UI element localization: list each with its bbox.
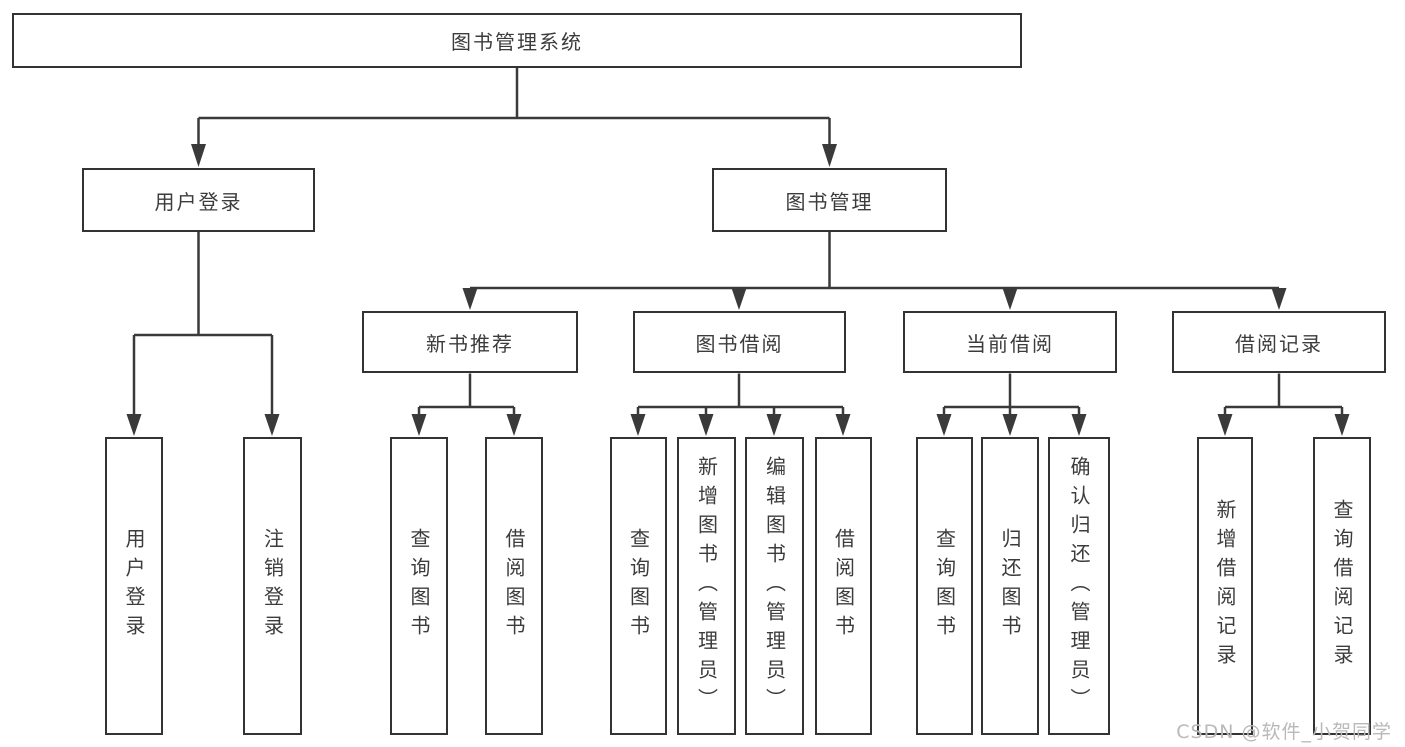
node-label: 新增借阅记录: [1213, 499, 1237, 673]
node-current-borrow: 当前借阅: [903, 311, 1117, 373]
leaf-user-login: 用户登录: [105, 437, 163, 735]
node-label: 查询图书: [932, 528, 957, 644]
leaf-borrow-borrow-books: 借阅图书: [815, 437, 872, 735]
node-label: 图书管理系统: [451, 30, 583, 54]
node-label: 用户登录: [122, 528, 146, 644]
leaf-recommend-borrow-books: 借阅图书: [485, 437, 543, 735]
leaf-add-borrow-record: 新增借阅记录: [1197, 437, 1253, 735]
node-label: 确认归还（管理员）: [1067, 455, 1091, 717]
node-label: 借阅记录: [1235, 331, 1323, 356]
node-label: 查询图书: [626, 528, 651, 644]
node-library-management-system: 图书管理系统: [12, 13, 1022, 68]
node-label: 注销登录: [260, 528, 285, 644]
node-label: 新增图书（管理员）: [694, 455, 719, 717]
node-label: 当前借阅: [966, 331, 1054, 356]
node-label: 图书管理: [785, 189, 874, 214]
node-label: 查询借阅记录: [1330, 499, 1354, 673]
node-book-management: 图书管理: [712, 168, 947, 232]
leaf-query-borrow-record: 查询借阅记录: [1313, 437, 1371, 735]
node-borrow-records: 借阅记录: [1172, 311, 1386, 373]
node-user-login: 用户登录: [82, 168, 315, 232]
node-label: 借阅图书: [502, 528, 526, 644]
leaf-borrow-query-books: 查询图书: [610, 437, 667, 735]
node-label: 借阅图书: [831, 528, 856, 644]
leaf-recommend-query-books: 查询图书: [390, 437, 448, 735]
node-label: 查询图书: [407, 528, 431, 644]
node-new-book-recommend: 新书推荐: [362, 311, 578, 373]
node-book-borrow: 图书借阅: [633, 311, 846, 373]
node-label: 新书推荐: [426, 331, 514, 356]
leaf-confirm-return-admin: 确认归还（管理员）: [1048, 437, 1110, 735]
node-label: 编辑图书（管理员）: [762, 455, 787, 717]
leaf-return-books: 归还图书: [981, 437, 1039, 735]
leaf-logout: 注销登录: [243, 437, 302, 735]
node-label: 用户登录: [154, 189, 243, 214]
node-label: 归还图书: [998, 528, 1022, 644]
csdn-watermark: CSDN @软件_小贺同学: [1176, 721, 1392, 743]
node-label: 图书借阅: [695, 331, 784, 356]
leaf-add-book-admin: 新增图书（管理员）: [677, 437, 736, 735]
leaf-current-query-books: 查询图书: [916, 437, 973, 735]
leaf-edit-book-admin: 编辑图书（管理员）: [745, 437, 804, 735]
